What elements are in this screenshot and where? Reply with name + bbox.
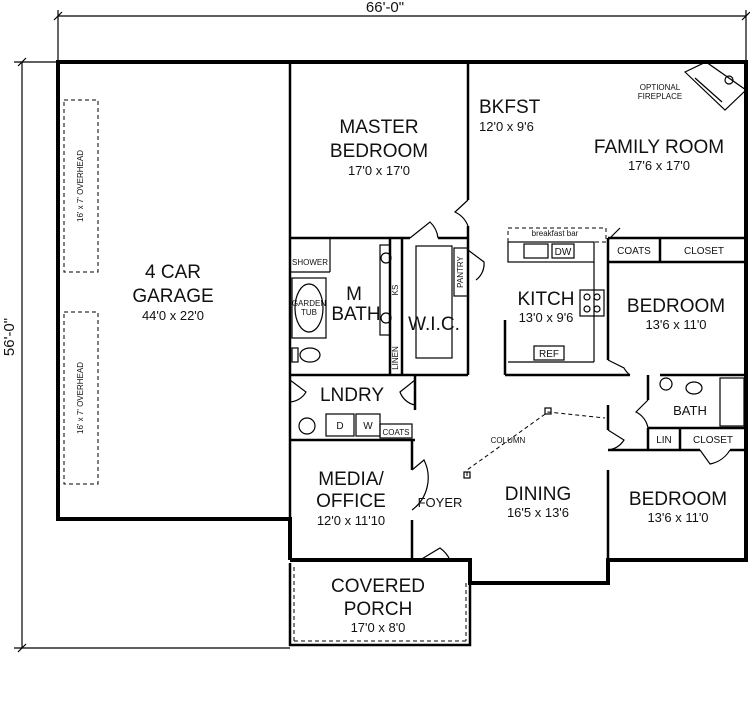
bath-name: BATH [673,403,707,418]
kitchen-bar-label: breakfast bar [532,229,579,238]
doors [289,199,731,561]
mbath-name-line2: BATH [331,304,380,325]
mbath-name-line1: M [346,284,362,305]
garage-door-2-label: 16' x 7' OVERHEAD [76,362,85,434]
porch-dims: 17'0 x 8'0 [351,620,406,635]
kitchen-dims: 13'0 x 9'6 [519,310,574,325]
kitchen-dw-label: DW [555,247,572,258]
garage-door-1-label: 16' x 7' OVERHEAD [76,150,85,222]
bath-lin-label: LIN [656,435,672,446]
interior-walls [288,62,746,560]
bath-closet-label: CLOSET [693,435,733,446]
media-dims: 12'0 x 11'10 [317,513,385,528]
closet-label: CLOSET [684,246,724,257]
pantry-label: PANTRY [456,255,465,287]
garage-name-line1: 4 CAR [145,262,201,283]
laundry-name: LNDRY [320,385,384,406]
bedroom2-dims: 13'6 x 11'0 [647,510,708,525]
dining-column-label: COLUMN [491,436,526,445]
fixtures [291,61,747,479]
foyer-name: FOYER [418,495,463,510]
porch-name-line1: COVERED [331,576,425,597]
fireplace-label-line1: OPTIONAL [640,83,681,92]
bedroom1-dims: 13'6 x 11'0 [645,317,706,332]
bedroom1-name: BEDROOM [627,296,725,317]
master-name-line1: MASTER [339,117,418,138]
family-dims: 17'6 x 17'0 [628,158,690,173]
laundry-coats-label: COATS [383,428,410,437]
bkfst-name: BKFST [479,97,541,118]
coats-label: COATS [617,246,651,257]
media-name-line1: MEDIA/ [318,469,384,490]
laundry-washer-label: W [363,421,373,432]
dining-dims: 16'5 x 13'6 [507,505,569,520]
mbath-ks-label: KS [391,285,400,296]
mbath-tub-label-line2: TUB [301,308,317,317]
dining-name: DINING [505,484,572,505]
fireplace-label-line2: FIREPLACE [638,92,682,101]
overall-width-label: 66'-0" [366,0,404,16]
family-name: FAMILY ROOM [594,137,724,158]
garage-name-line2: GARAGE [132,286,213,307]
width-dimension-line [53,10,750,60]
overall-depth-label: 56'-0" [1,318,18,356]
master-name-line2: BEDROOM [330,141,428,162]
porch-name-line2: PORCH [344,599,413,620]
wic-name: W.I.C. [408,314,460,335]
bkfst-dims: 12'0 x 9'6 [479,119,534,134]
mbath-tub-label-line1: GARDEN [292,299,326,308]
garage-dims: 44'0 x 22'0 [142,308,204,323]
garage-overhead-doors [56,99,99,485]
mbath-linen-label: LINEN [391,346,400,370]
media-name-line2: OFFICE [316,491,386,512]
mbath-shower-label: SHOWER [292,258,328,267]
kitchen-ref-label: REF [539,349,559,360]
depth-dimension-line [14,57,290,653]
exterior-walls [56,60,748,647]
master-dims: 17'0 x 17'0 [348,163,410,178]
laundry-dryer-label: D [336,421,343,432]
kitchen-name: KITCH [518,289,575,310]
bedroom2-name: BEDROOM [629,489,727,510]
